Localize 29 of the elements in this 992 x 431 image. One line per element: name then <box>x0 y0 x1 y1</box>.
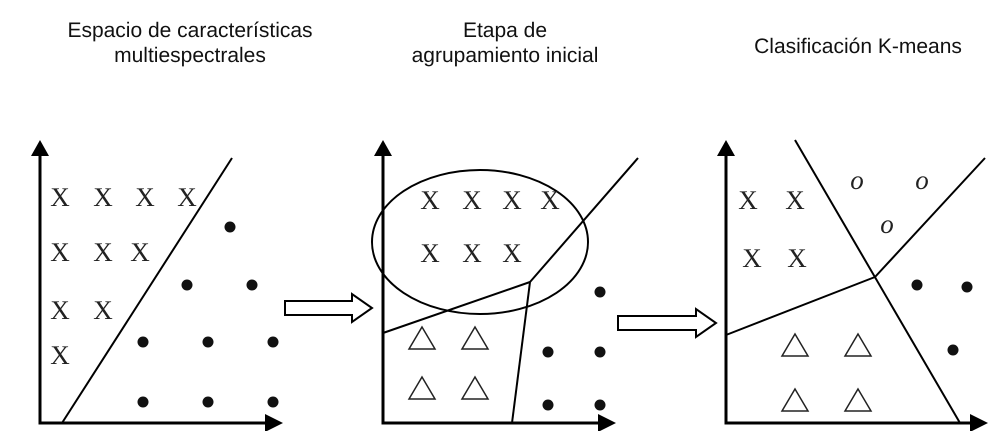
point-label: o <box>880 209 894 239</box>
point-label: X <box>93 182 113 212</box>
panel-title: Clasificación K-means <box>753 34 963 59</box>
hollow-arrow <box>284 292 374 324</box>
point-label: X <box>462 185 482 215</box>
point-label: X <box>502 238 522 268</box>
point-label: X <box>50 340 70 370</box>
point-label: X <box>502 185 522 215</box>
point-label: X <box>785 185 805 215</box>
point-label: X <box>177 182 197 212</box>
point-label: X <box>93 237 113 267</box>
point-label: o <box>915 165 929 195</box>
panel-title: Espacio de características multiespectrales <box>66 18 314 68</box>
point-label: X <box>93 295 113 325</box>
point-label: X <box>420 238 440 268</box>
point-label: X <box>50 182 70 212</box>
point-label: X <box>787 243 807 273</box>
point-label: X <box>50 295 70 325</box>
point-label: X <box>50 237 70 267</box>
point-label: X <box>135 182 155 212</box>
point-label: o <box>850 165 864 195</box>
panel-title: Etapa de agrupamiento inicial <box>410 18 600 68</box>
point-label: X <box>738 185 758 215</box>
point-label: X <box>130 237 150 267</box>
hollow-arrow <box>617 307 718 339</box>
point-label: X <box>420 185 440 215</box>
point-label: X <box>462 238 482 268</box>
point-label: X <box>540 185 560 215</box>
point-label: X <box>742 243 762 273</box>
